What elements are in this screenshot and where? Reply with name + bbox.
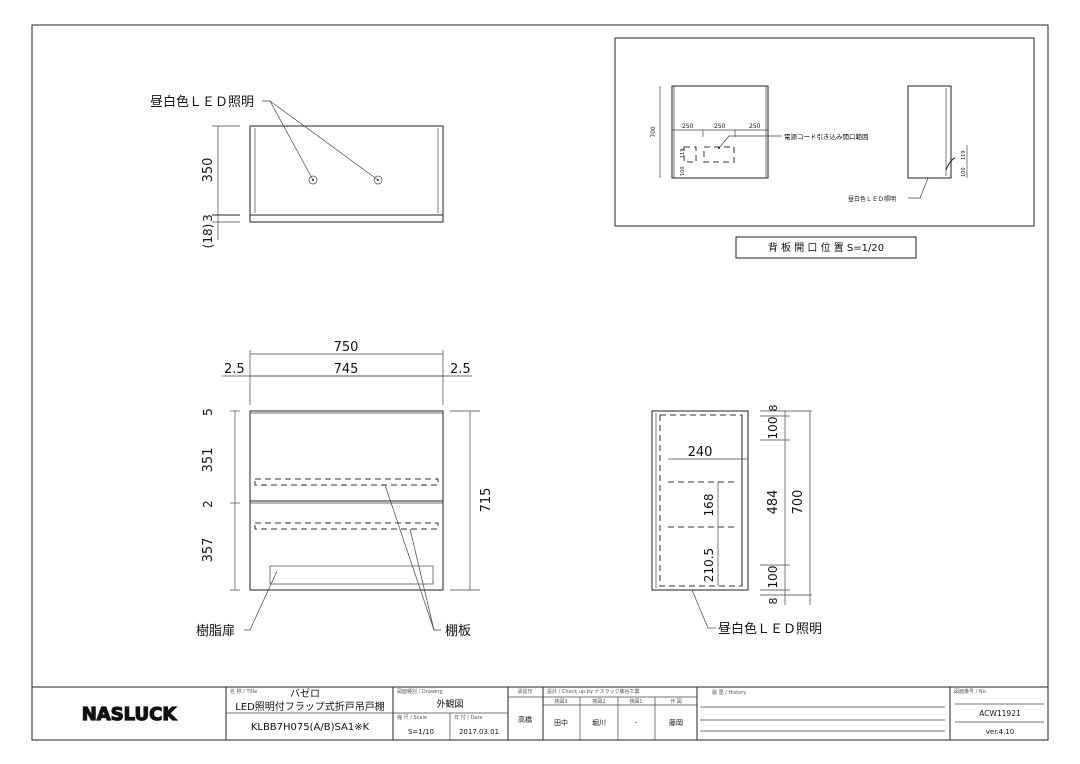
top-dim-18: (18) (201, 224, 215, 249)
inset-dim-250c: 250 (749, 123, 761, 130)
check-header-1: 検図1 (629, 698, 642, 705)
back-panel-inset: 700 250 250 250 電源コード引き込み開口範囲 119 100 11… (614, 37, 1035, 259)
checker-2: 堀川 (592, 718, 606, 727)
drawing-type: 外観図 (436, 698, 463, 710)
checker-1: - (635, 719, 638, 727)
side-led-label: 昼白色ＬＥＤ照明 (718, 621, 822, 637)
checker-3: 田中 (554, 718, 568, 727)
top-dim-350: 350 (201, 158, 216, 183)
inset-dim-100: 100 (680, 166, 686, 176)
front-side-left: 2.5 (224, 362, 245, 377)
check-header-2: 検図2 (592, 698, 605, 705)
inset-dim-250b: 250 (714, 123, 726, 130)
inset-dim-250a: 250 (682, 123, 694, 130)
side-dim-100-top: 100 (766, 417, 780, 440)
side-gap-210-5: 210.5 (702, 548, 716, 582)
no-caption: 図面番号 / No. (954, 688, 988, 695)
scale-value: S=1/10 (408, 728, 434, 736)
side-depth-240: 240 (688, 445, 713, 460)
inset-caption: 背 板 開 口 位 置 S=1/20 (768, 241, 884, 254)
cord-opening-label: 電源コード引き込み開口範囲 (784, 132, 869, 141)
inset-dim-700: 700 (650, 126, 657, 138)
title-block: NASLUCK 名 称 / Title バゼロ LED照明付フラップ式折戸吊戸棚… (31, 686, 1049, 741)
series-name: バゼロ (290, 688, 320, 700)
top-view: 350 3 (18) 昼白色ＬＥＤ照明 (150, 94, 444, 249)
shelf-label: 棚板 (445, 624, 471, 639)
side-view: 240 168 210.5 8 100 484 100 8 700 昼白色ＬＥＤ… (651, 405, 822, 637)
check-header-3: 検図3 (554, 698, 567, 705)
front-height-715: 715 (479, 488, 494, 513)
history-caption: 履 歴 / History (712, 690, 746, 696)
approver-name: 高橋 (518, 715, 532, 724)
side-dim-8-top: 8 (767, 405, 780, 412)
top-dim-3: 3 (201, 214, 215, 222)
inset-side-100: 100 (961, 167, 967, 177)
inset-side-119: 119 (961, 150, 967, 160)
front-dim-351: 351 (201, 448, 216, 473)
front-view: 750 745 2.5 2.5 5 351 2 357 715 樹脂扉 棚板 (196, 340, 494, 639)
check-caption: 設計 / Check up by ナスラック藤谷工業 (547, 688, 640, 695)
front-side-right: 2.5 (450, 362, 471, 377)
front-width-750: 750 (334, 340, 359, 355)
side-dim-100-bottom: 100 (766, 566, 780, 589)
product-name: LED照明付フラップ式折戸吊戸棚 (235, 700, 385, 713)
title-caption: 名 称 / Title (230, 688, 257, 695)
date-value: 2017.03.01 (459, 728, 499, 736)
approval-caption: 承認印 (517, 688, 532, 695)
date-caption: 日 付 / Date (454, 714, 482, 721)
side-dim-8-bottom: 8 (767, 598, 780, 605)
front-dim-357: 357 (201, 538, 216, 563)
top-led-label: 昼白色ＬＥＤ照明 (150, 94, 254, 110)
side-shelf-168: 168 (702, 494, 716, 517)
version: ver.4.10 (986, 728, 1015, 736)
front-dim-2: 2 (201, 500, 215, 508)
scale-caption: 縮 尺 / Scale (397, 714, 427, 721)
model-number: KLBB7H075(A/B)SA1※K (251, 722, 370, 733)
nasluck-logo: NASLUCK (82, 704, 178, 725)
side-dim-484: 484 (766, 490, 781, 515)
drafter: 藤岡 (669, 718, 683, 727)
inset-dim-119: 119 (680, 148, 686, 158)
door-label: 樹脂扉 (196, 623, 235, 639)
front-dim-5: 5 (201, 408, 215, 416)
drawing-number: ACW11921 (979, 709, 1021, 718)
drawing-caption: 図面種別 / Drawing (397, 688, 443, 695)
inset-led-label: 昼白色ＬＥＤ照明 (848, 195, 896, 203)
side-height-700: 700 (791, 490, 806, 515)
drawing-border (31, 24, 1049, 741)
front-width-745: 745 (334, 362, 359, 377)
check-header-drafter: 作 図 (670, 698, 682, 705)
